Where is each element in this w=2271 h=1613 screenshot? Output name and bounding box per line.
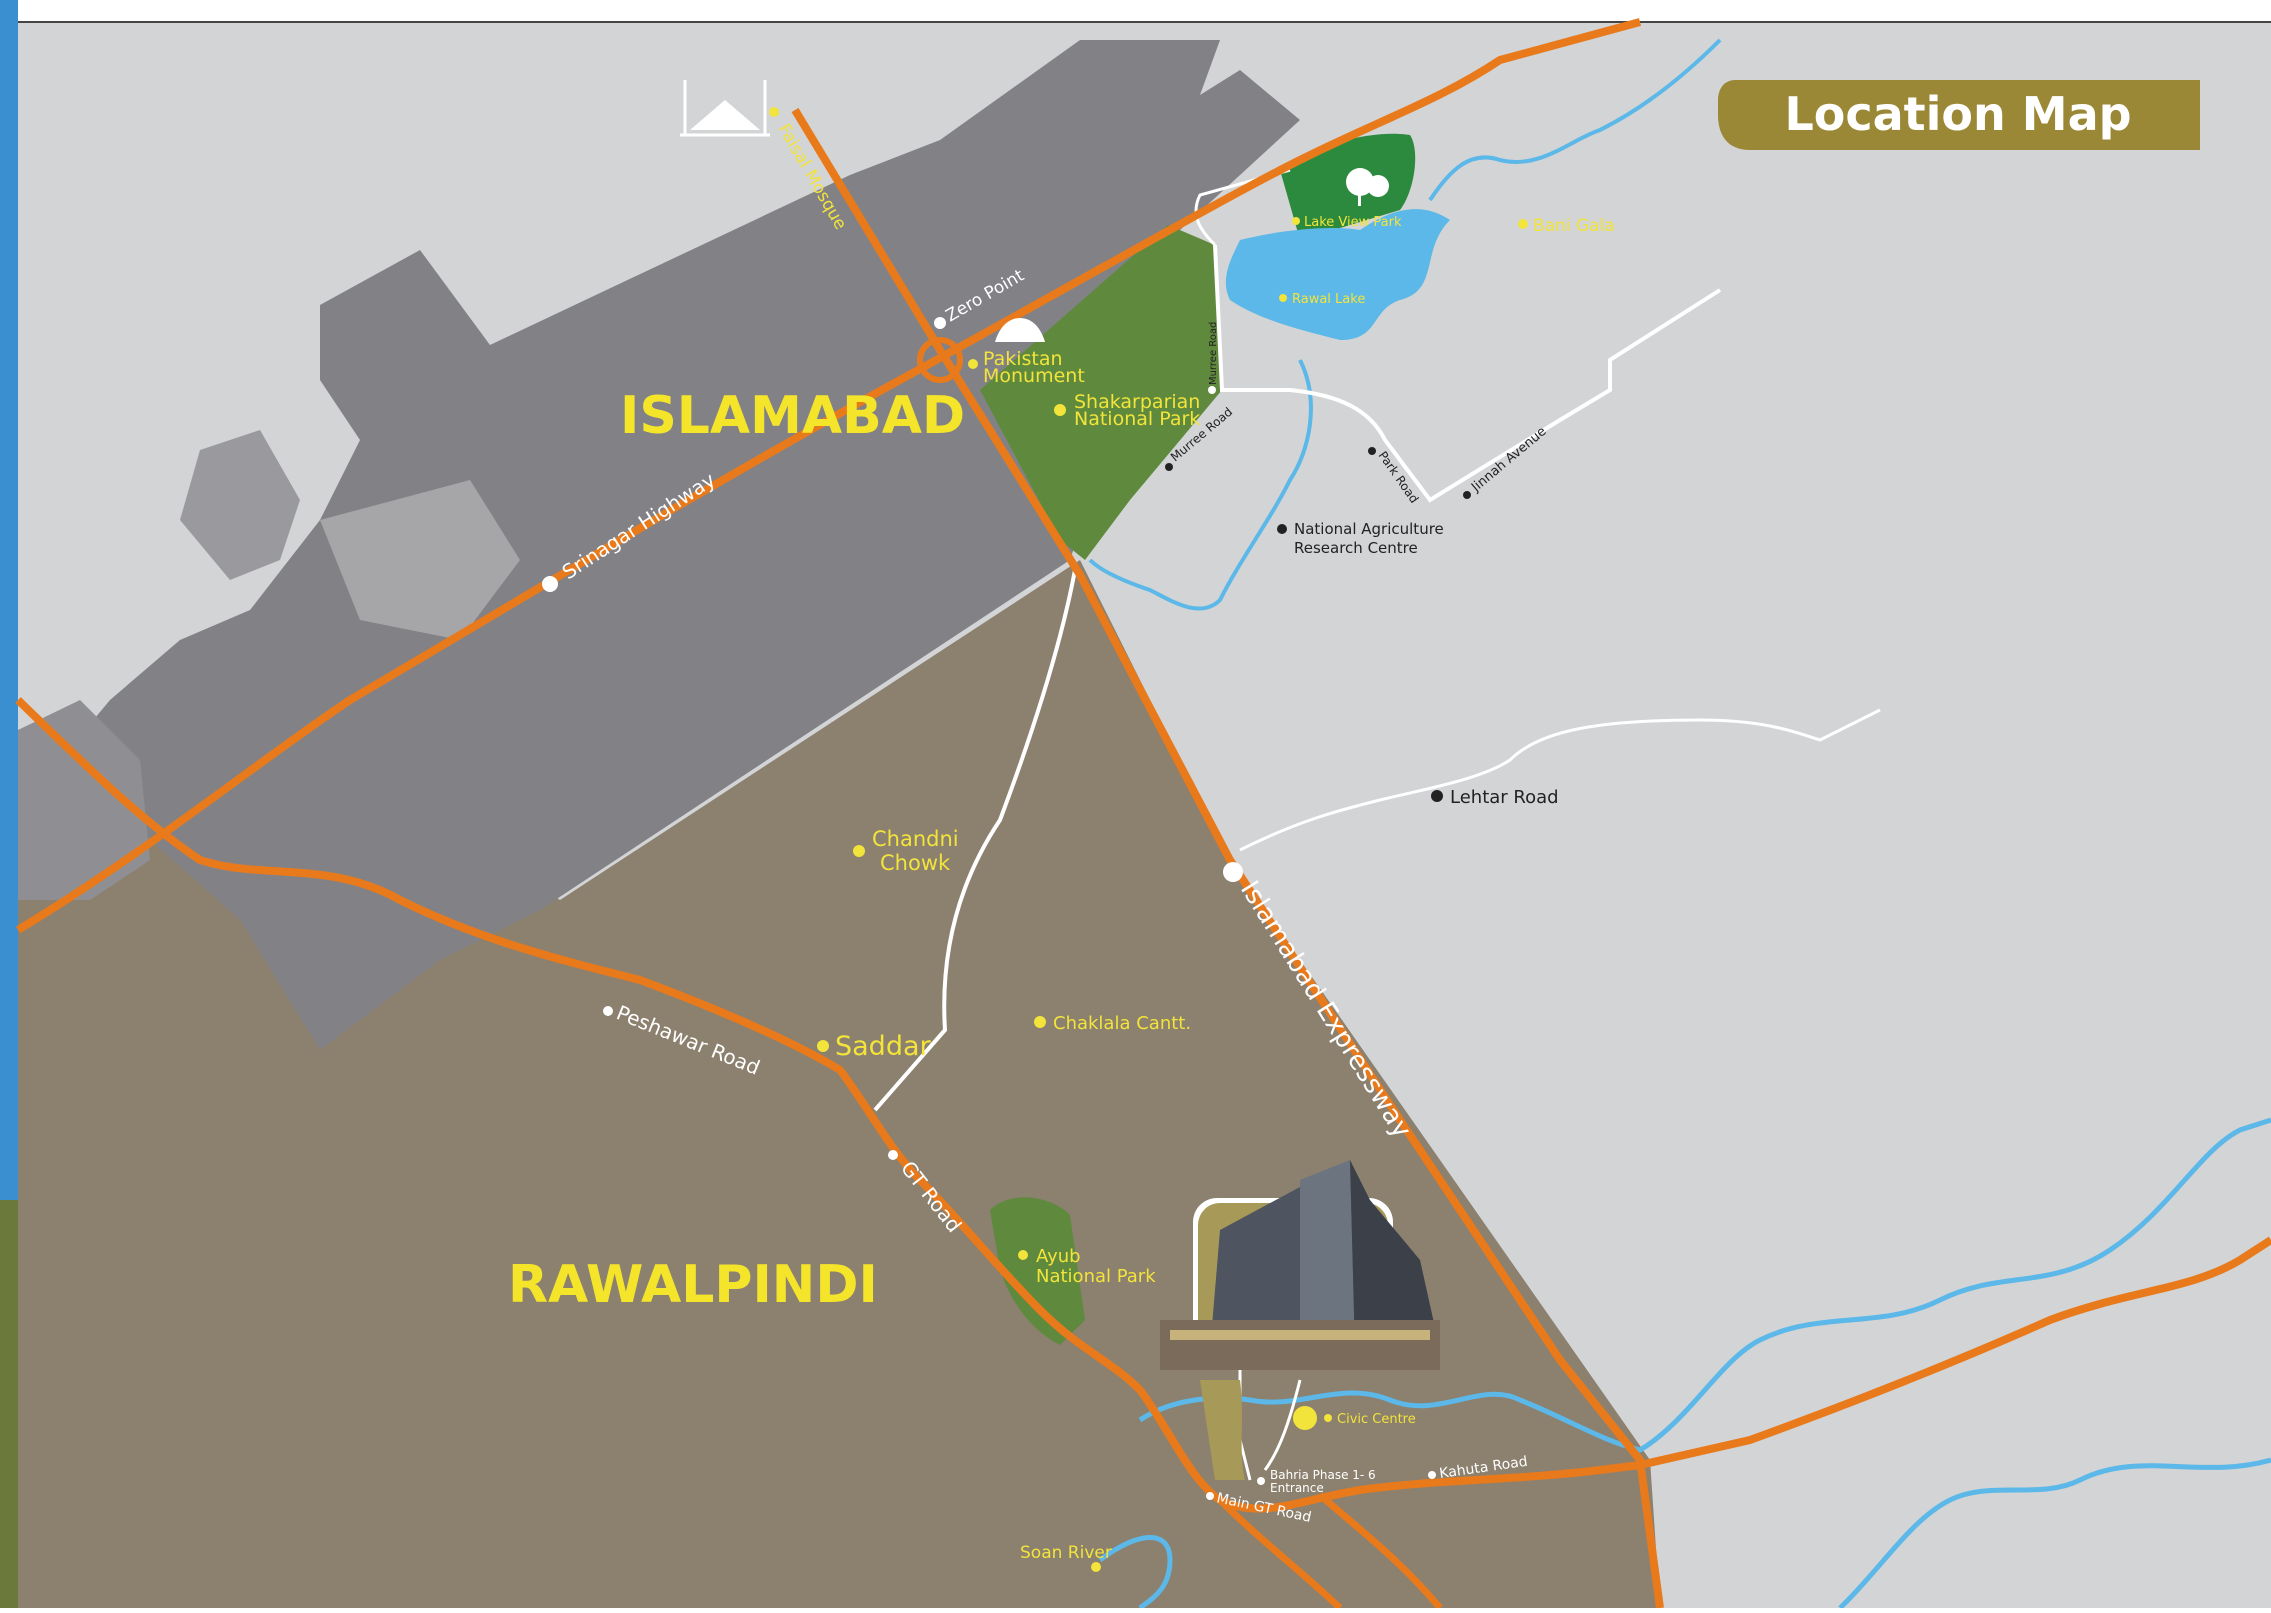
murree-park-road — [1213, 244, 1722, 503]
label-narc-1: National Agriculture — [1294, 520, 1444, 538]
map-title: Location Map — [1784, 87, 2131, 141]
faisal-mosque-dot — [769, 107, 779, 117]
river-northeast — [1428, 38, 1722, 202]
road-label-murree-vertical: Murree Road — [1208, 322, 1219, 385]
chandni-chowk-dot — [853, 845, 865, 857]
civic-centre-marker — [1293, 1406, 1317, 1430]
islamabad-expressway — [791, 107, 1664, 1609]
shakarparian-dot — [1054, 404, 1066, 416]
river-south — [1098, 1535, 1173, 1610]
murree-road-vertical-dot — [1208, 386, 1216, 394]
islamabad-sector-2 — [320, 480, 520, 640]
label-pakistan-monument-2: Monument — [983, 365, 1085, 387]
label-bahria-2: Entrance — [1270, 1481, 1324, 1495]
label-saddar: Saddar — [835, 1031, 932, 1062]
islamabad-expressway-dot — [1223, 862, 1243, 882]
gt-road — [15, 697, 2271, 1513]
faisal-mosque-icon — [680, 80, 770, 137]
lake-view-park-dot — [1292, 217, 1300, 225]
main-gt-road-dot — [1206, 1492, 1214, 1500]
city-label-rawalpindi: RAWALPINDI — [508, 1255, 878, 1315]
label-lake-view-park: Lake View Park — [1304, 215, 1402, 230]
kahuta-road-dot — [1428, 1471, 1436, 1479]
narc-dot — [1277, 524, 1287, 534]
gt-road-south — [1217, 1497, 1343, 1611]
label-pakistan-monument-1: Pakistan — [983, 348, 1063, 370]
label-chandni-chowk-1: Chandni — [872, 827, 959, 851]
minor-road-rawalpindi — [873, 569, 1077, 1112]
ayub-park — [990, 1197, 1085, 1345]
zero-point-interchange — [917, 337, 963, 383]
city-label-islamabad: ISLAMABAD — [620, 386, 965, 446]
river-north — [1088, 359, 1313, 611]
zero-point-dot — [934, 317, 946, 329]
peshawar-road-dot — [603, 1006, 613, 1016]
chaklala-dot — [1034, 1016, 1046, 1028]
label-rawal-lake: Rawal Lake — [1292, 292, 1365, 307]
murree-road-dot — [1165, 463, 1173, 471]
bani-gala-dot — [1518, 219, 1528, 229]
kahuta-road-south — [1317, 1492, 1443, 1611]
rawal-lake — [1225, 209, 1450, 340]
label-lehtar-road: Lehtar Road — [1450, 787, 1559, 808]
pakistan-monument-icon — [995, 318, 1045, 342]
islamabad-sector — [180, 430, 300, 580]
title-badge — [1718, 80, 2200, 150]
soan-river-dot — [1091, 1562, 1101, 1572]
label-civic-centre: Civic Centre — [1337, 1412, 1416, 1427]
islamabad-area — [60, 40, 1300, 1050]
pakistan-monument-dot — [968, 359, 978, 369]
west-sector — [18, 700, 150, 900]
project-building-illustration — [1160, 1160, 1440, 1480]
label-ayub-2: National Park — [1036, 1266, 1156, 1287]
civic-centre-dot — [1324, 1414, 1332, 1422]
river-southeast — [1838, 1457, 2271, 1610]
shakarparian-park — [980, 225, 1222, 560]
srinagar-highway-dot — [542, 576, 558, 592]
rawal-lake-dot — [1279, 294, 1287, 302]
saddar-dot — [817, 1040, 829, 1052]
park-road-dot — [1368, 447, 1376, 455]
gt-road-dot — [888, 1150, 898, 1160]
bahria-entrance-dot — [1257, 1477, 1265, 1485]
ayub-park-dot — [1018, 1250, 1028, 1260]
label-narc-2: Research Centre — [1294, 539, 1418, 557]
tree-icon — [1346, 168, 1389, 206]
label-shakarparian-2: National Park — [1074, 408, 1200, 430]
lehtar-road-dot — [1431, 790, 1443, 802]
label-ayub-1: Ayub — [1036, 1246, 1081, 1267]
label-soan-river: Soan River — [1020, 1543, 1112, 1563]
label-bahria-1: Bahria Phase 1- 6 — [1270, 1468, 1376, 1482]
label-chaklala: Chaklala Cantt. — [1053, 1013, 1191, 1034]
jinnah-avenue-dot — [1463, 491, 1471, 499]
lehtar-road-line — [1239, 708, 1881, 852]
srinagar-highway — [15, 18, 1642, 934]
left-edge-photo — [0, 1200, 18, 1608]
soan-river-path — [1138, 1117, 2271, 1453]
label-shakarparian-1: Shakarparian — [1074, 391, 1200, 413]
label-bani-gala: Bani Gala — [1533, 216, 1615, 236]
label-chandni-chowk-2: Chowk — [880, 851, 951, 875]
